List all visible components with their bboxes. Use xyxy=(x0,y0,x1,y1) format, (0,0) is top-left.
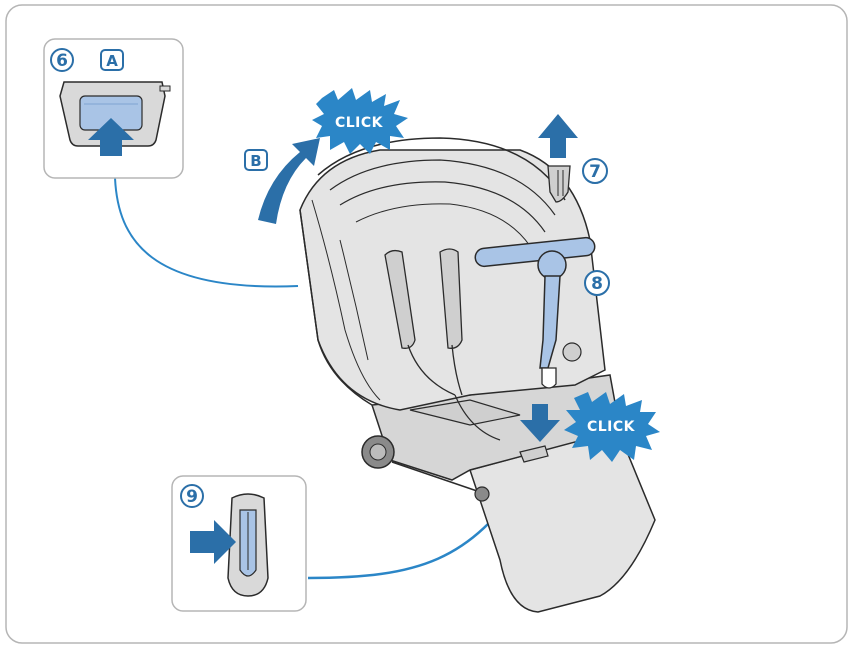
letter-a-label: A xyxy=(106,52,118,70)
buckle-slot xyxy=(519,445,549,463)
shoulder-pad-left xyxy=(384,249,416,349)
up-arrow-icon xyxy=(538,114,578,158)
click-label-top: CLICK xyxy=(335,115,384,131)
step-6-label: 6 xyxy=(56,51,68,71)
inset-step-6: 6 A xyxy=(43,38,184,179)
stroller-seat xyxy=(299,137,656,613)
up-arrow-icon xyxy=(88,118,134,156)
inset-step-9: 9 xyxy=(171,475,307,612)
curved-arrow-icon xyxy=(258,138,320,224)
starburst-icon xyxy=(564,392,660,462)
starburst-icon xyxy=(312,88,408,154)
click-label-bottom: CLICK xyxy=(587,419,636,435)
bumper-clip-part xyxy=(538,114,578,203)
letter-b-label: B xyxy=(250,152,261,170)
right-arrow-icon xyxy=(190,520,236,564)
step-9-label: 9 xyxy=(186,487,198,507)
click-starburst-bottom: CLICK xyxy=(564,392,660,462)
click-starburst-top: CLICK xyxy=(312,88,408,154)
down-arrow-icon xyxy=(520,404,560,442)
connector-line-top xyxy=(114,177,299,288)
step-7-label: 7 xyxy=(589,162,601,182)
leg-rest xyxy=(469,429,656,613)
bumper-bar xyxy=(474,236,596,389)
step-8-label: 8 xyxy=(591,274,603,294)
